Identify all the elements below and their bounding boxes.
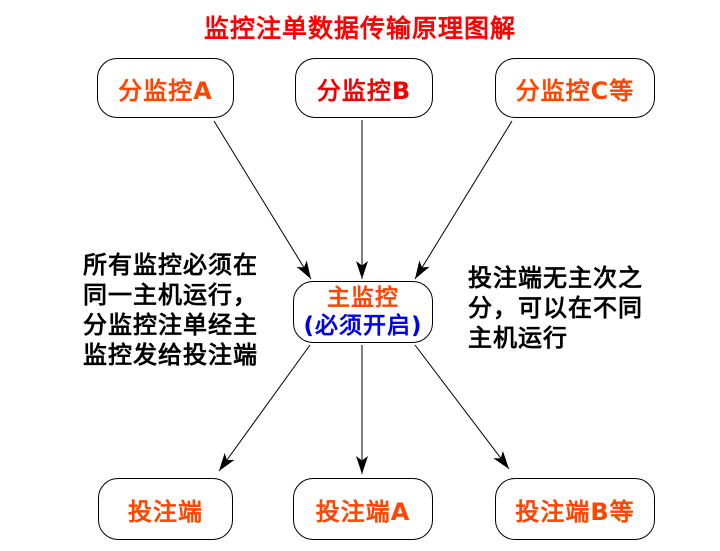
note-left: 所有监控必须在 同一主机运行， 分监控注单经主 监控发给投注端: [83, 251, 258, 369]
arrow-sub-monitor-c-to-main-monitor: [414, 120, 513, 280]
node-bet-terminal-a: 投注端A: [293, 478, 433, 540]
node-main-monitor: 主监控 (必须开启): [293, 281, 433, 343]
note-right: 投注端无主次之 分，可以在不同 主机运行: [468, 264, 643, 352]
node-bet-terminal-b: 投注端B等: [495, 478, 655, 540]
node-sub-monitor-a: 分监控A: [97, 58, 234, 118]
node-sub-monitor-b: 分监控B: [295, 58, 433, 118]
arrow-main-monitor-to-bet-terminal-b: [414, 344, 510, 470]
main-monitor-label: 主监控: [327, 285, 399, 311]
node-bet-terminal: 投注端: [98, 478, 233, 540]
main-monitor-sublabel: (必须开启): [303, 313, 423, 339]
diagram-title: 监控注单数据传输原理图解: [203, 14, 516, 43]
node-sub-monitor-c: 分监控C等: [495, 58, 655, 118]
